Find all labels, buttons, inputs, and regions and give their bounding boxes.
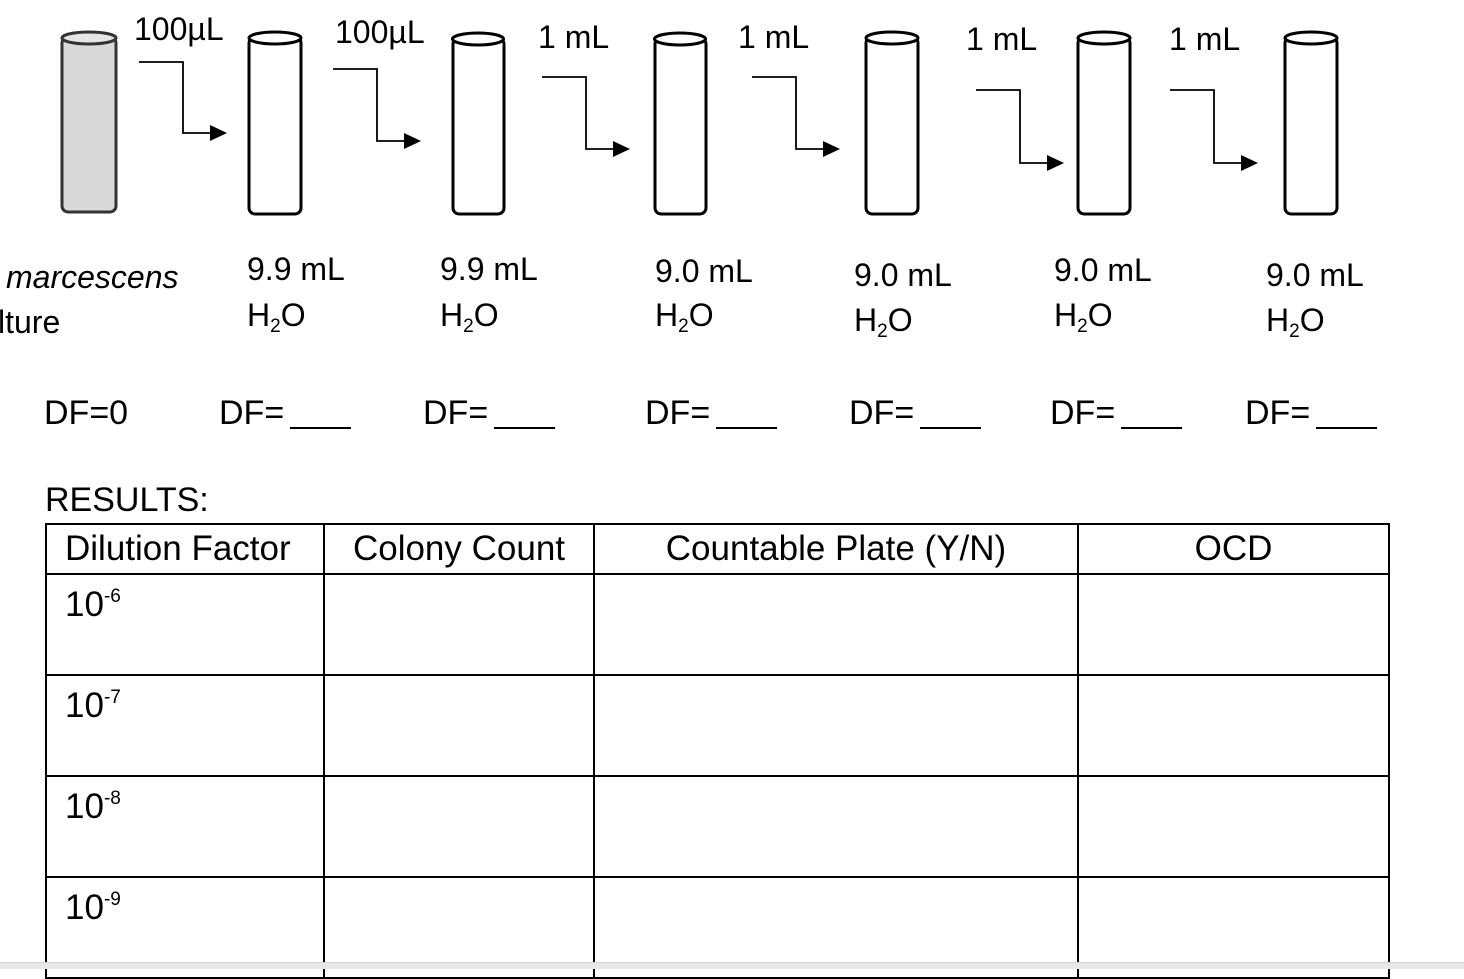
transfer-volume-5: 1 mL (966, 21, 1037, 57)
water-volume-2: 9.9 mL (440, 251, 538, 287)
header-countable-plate: Countable Plate (Y/N) (593, 523, 1079, 575)
transfer-volume-4: 1 mL (738, 19, 809, 55)
water-volume-3: 9.0 mL (655, 253, 753, 289)
countable-plate-cell[interactable] (593, 775, 1079, 878)
dilution-tube-1 (247, 30, 303, 216)
results-title: RESULTS: (45, 481, 209, 519)
df-label-culture: DF=0 (44, 394, 128, 432)
df-label-5: DF= (1050, 394, 1115, 432)
water-volume-6: 9.0 mL (1266, 257, 1364, 293)
water-formula-6: H2O (1266, 302, 1325, 342)
transfer-arrow-2 (333, 68, 421, 149)
header-ocd: OCD (1077, 523, 1390, 575)
dilution-tube-5 (1076, 30, 1132, 216)
transfer-volume-1: 100µL (134, 11, 224, 47)
dilution-factor-cell: 10-9 (45, 876, 325, 979)
transfer-arrow-3 (542, 76, 630, 157)
results-table: Dilution Factor Colony Count Countable P… (45, 523, 1390, 979)
dilution-factor-cell: 10-8 (45, 775, 325, 878)
transfer-volume-2: 100µL (335, 14, 425, 50)
header-colony-count: Colony Count (323, 523, 595, 575)
ocd-cell[interactable] (1077, 573, 1390, 676)
transfer-arrow-6 (1170, 89, 1258, 171)
dilution-tube-6 (1283, 30, 1339, 216)
water-formula-2: H2O (440, 297, 499, 337)
transfer-arrow-4 (752, 76, 840, 157)
transfer-volume-3: 1 mL (538, 19, 609, 55)
dilution-factor-cell: 10-6 (45, 573, 325, 676)
countable-plate-cell[interactable] (593, 674, 1079, 777)
water-formula-4: H2O (854, 302, 913, 342)
table-header-row: Dilution Factor Colony Count Countable P… (45, 523, 1390, 575)
df-label-4: DF= (849, 394, 914, 432)
dilution-tube-2 (451, 31, 506, 216)
table-row: 10-8 (45, 775, 1390, 878)
page-bottom-divider (0, 962, 1464, 969)
ocd-cell[interactable] (1077, 775, 1390, 878)
df-label-1: DF= (219, 394, 284, 432)
df-label-3: DF= (645, 394, 710, 432)
df-label-6: DF= (1245, 394, 1310, 432)
transfer-arrow-5 (976, 89, 1064, 171)
colony-count-cell[interactable] (323, 775, 595, 878)
dilution-tube-4 (864, 30, 920, 216)
water-formula-3: H2O (655, 297, 714, 337)
transfer-arrow-1 (139, 61, 227, 141)
culture-label-culture: lture (0, 304, 60, 340)
transfer-volume-6: 1 mL (1169, 21, 1240, 57)
water-volume-5: 9.0 mL (1054, 252, 1152, 288)
table-row: 10-9 (45, 876, 1390, 979)
water-volume-4: 9.0 mL (854, 257, 952, 293)
countable-plate-cell[interactable] (593, 573, 1079, 676)
culture-label-organism: marcescens (6, 259, 179, 295)
water-formula-1: H2O (247, 297, 306, 337)
water-volume-1: 9.9 mL (247, 251, 345, 287)
colony-count-cell[interactable] (323, 674, 595, 777)
dilution-tube-3 (653, 31, 708, 216)
water-formula-5: H2O (1054, 297, 1113, 337)
colony-count-cell[interactable] (323, 876, 595, 979)
header-dilution-factor: Dilution Factor (45, 523, 325, 575)
serial-dilution-diagram: 100µL 100µL 1 mL 1 mL 1 mL 1 mL marcesce… (0, 11, 1377, 432)
dilution-factor-cell: 10-7 (45, 674, 325, 777)
culture-tube (60, 30, 118, 214)
table-row: 10-6 (45, 573, 1390, 676)
df-label-2: DF= (423, 394, 488, 432)
colony-count-cell[interactable] (323, 573, 595, 676)
ocd-cell[interactable] (1077, 674, 1390, 777)
table-row: 10-7 (45, 674, 1390, 777)
